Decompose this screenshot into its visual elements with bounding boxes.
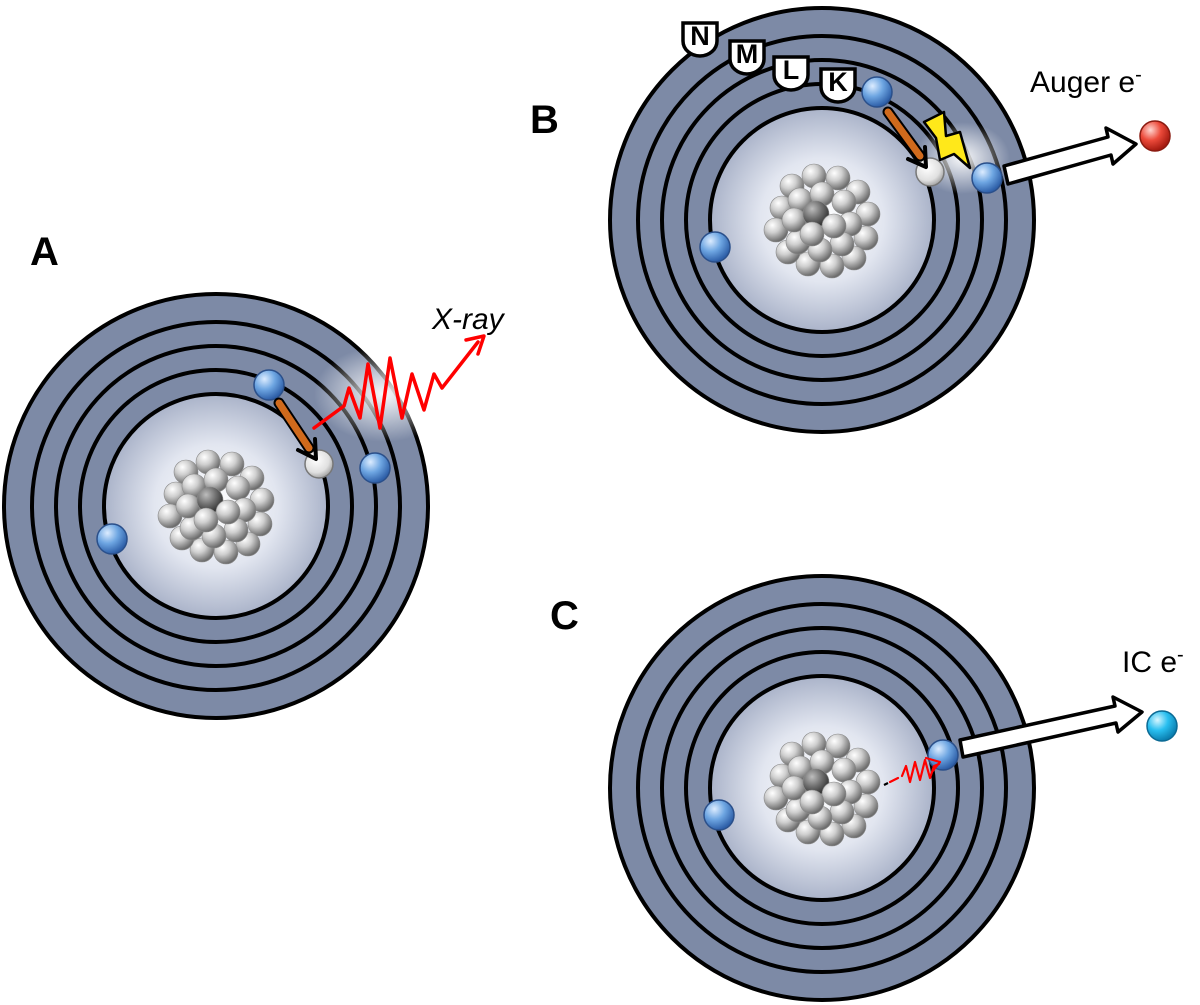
transition-arrow	[882, 106, 928, 169]
vacancy	[915, 157, 945, 187]
svg-text:L: L	[783, 55, 800, 85]
auger-electron	[1139, 120, 1171, 152]
nucleon	[821, 213, 847, 239]
nucleon	[825, 733, 851, 759]
nucleon	[225, 475, 251, 501]
ic-emission-arrow	[958, 695, 1144, 759]
atom-b: N M L K	[608, 6, 1171, 434]
nucleon	[799, 221, 825, 247]
electron	[96, 523, 128, 555]
auger-emission-arrow	[1002, 126, 1138, 186]
nucleon	[831, 189, 857, 215]
panel-label-b: B	[530, 98, 559, 142]
ic-electron	[1146, 710, 1178, 742]
auger-label-sup: -	[1135, 64, 1142, 86]
nucleon	[853, 793, 879, 819]
nucleus	[157, 449, 275, 565]
nucleon	[193, 507, 219, 533]
svg-text:M: M	[736, 39, 759, 69]
shell-label-n: N	[681, 21, 719, 58]
atom-c	[608, 574, 1178, 1002]
panel-label-c: C	[550, 594, 579, 638]
electron	[971, 162, 1003, 194]
nucleon	[247, 511, 273, 537]
shell-label-l: L	[772, 55, 810, 92]
svg-text:K: K	[828, 67, 848, 97]
xray-label: X-ray	[432, 303, 504, 336]
xray-wave	[312, 340, 480, 430]
nucleon	[215, 499, 241, 525]
shell-label-k: K	[819, 67, 857, 104]
nucleon	[853, 225, 879, 251]
electron	[861, 76, 893, 108]
nucleon	[831, 757, 857, 783]
electron	[253, 369, 285, 401]
transition-arrow	[273, 397, 318, 461]
ic-label: IC e-	[1122, 645, 1184, 678]
nucleon	[219, 451, 245, 477]
electron	[699, 231, 731, 263]
gamma-tail	[883, 782, 889, 786]
electron	[703, 799, 735, 831]
nucleon	[821, 781, 847, 807]
nucleus	[763, 731, 881, 847]
atom-a	[2, 292, 486, 720]
electron	[927, 739, 959, 771]
xray-arrowhead	[464, 334, 486, 356]
svg-text:N: N	[690, 21, 710, 51]
auger-label-text: Auger e	[1030, 66, 1136, 99]
gamma-arrowhead	[924, 756, 942, 774]
lightning-icon	[922, 110, 972, 170]
nucleon	[799, 789, 825, 815]
ic-label-text: IC e	[1122, 646, 1178, 679]
shell-label-m: M	[728, 39, 766, 76]
electron	[359, 452, 391, 484]
panel-label-a: A	[30, 230, 59, 274]
ic-label-sup: -	[1177, 644, 1184, 666]
nucleon	[825, 165, 851, 191]
auger-label: Auger e-	[1030, 65, 1142, 98]
nucleus	[763, 163, 881, 279]
